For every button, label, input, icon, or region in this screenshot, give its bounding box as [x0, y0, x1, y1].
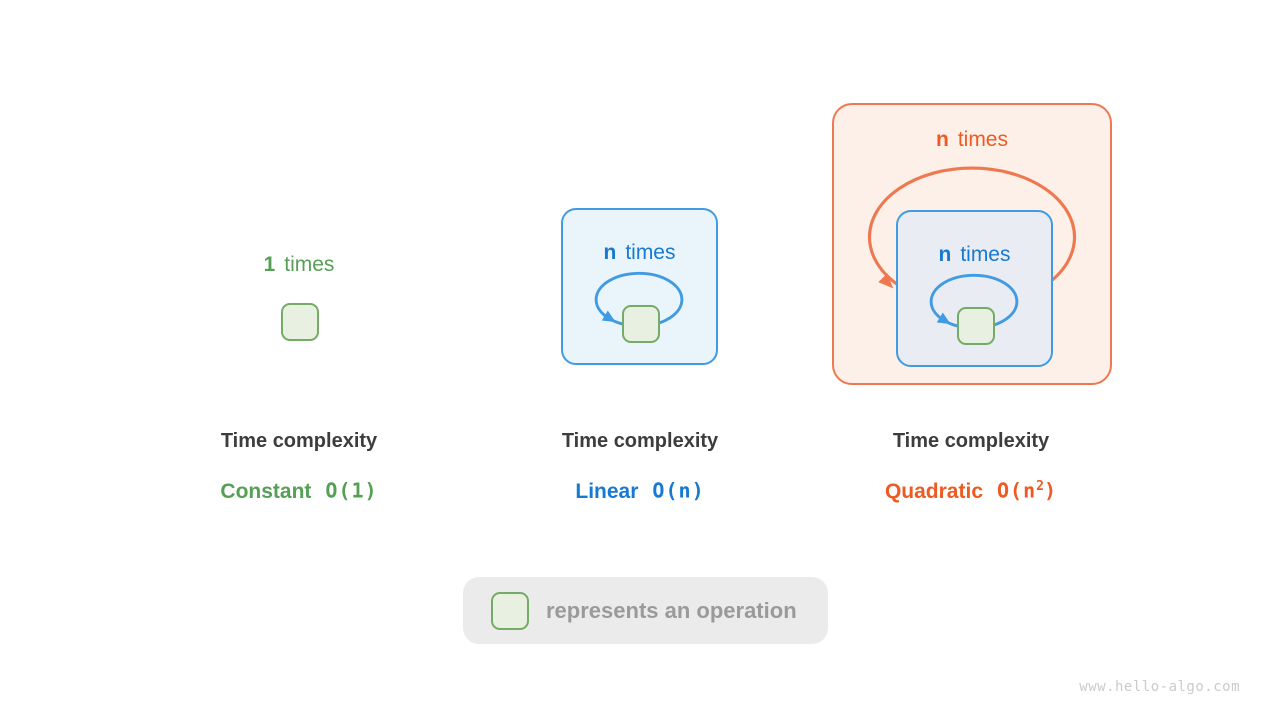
constant-name: Constant	[220, 479, 312, 503]
quadratic-caption: Time complexity Quadratic O(n2)	[811, 429, 1131, 504]
constant-operation-box	[281, 303, 319, 341]
quadratic-caption-value: Quadratic O(n2)	[811, 475, 1131, 504]
linear-name: Linear	[575, 479, 639, 503]
legend-text: represents an operation	[546, 597, 797, 623]
constant-caption-value: Constant O(1)	[139, 475, 459, 504]
constant-loop-word: times	[284, 253, 335, 276]
legend-operation-box-icon	[491, 591, 529, 630]
quadratic-outer-loop-count: n	[935, 128, 949, 151]
linear-loop-word: times	[625, 241, 676, 264]
quadratic-name: Quadratic	[884, 479, 983, 503]
linear-big-o: O(n)	[652, 478, 705, 503]
watermark-url: www.hello-algo.com	[1079, 679, 1240, 695]
quadratic-inner-loop-word: times	[960, 243, 1011, 266]
linear-caption: Time complexity Linear O(n)	[480, 429, 800, 504]
linear-caption-title: Time complexity	[561, 430, 719, 452]
linear-caption-value: Linear O(n)	[480, 475, 800, 504]
linear-operation-box	[622, 305, 660, 343]
constant-loop-label: 1 times	[139, 253, 459, 277]
quadratic-outer-loop-word: times	[957, 128, 1008, 151]
constant-loop-count: 1	[263, 253, 276, 276]
linear-loop-count: n	[603, 241, 617, 264]
quadratic-big-o: O(n2)	[997, 478, 1058, 503]
quadratic-operation-box	[957, 307, 995, 345]
constant-caption-title: Time complexity	[220, 430, 378, 452]
quadratic-caption-title: Time complexity	[892, 430, 1050, 452]
quadratic-inner-loop-count: n	[938, 243, 952, 266]
legend: represents an operation	[463, 577, 828, 644]
constant-caption: Time complexity Constant O(1)	[139, 429, 459, 504]
constant-big-o: O(1)	[325, 478, 378, 503]
